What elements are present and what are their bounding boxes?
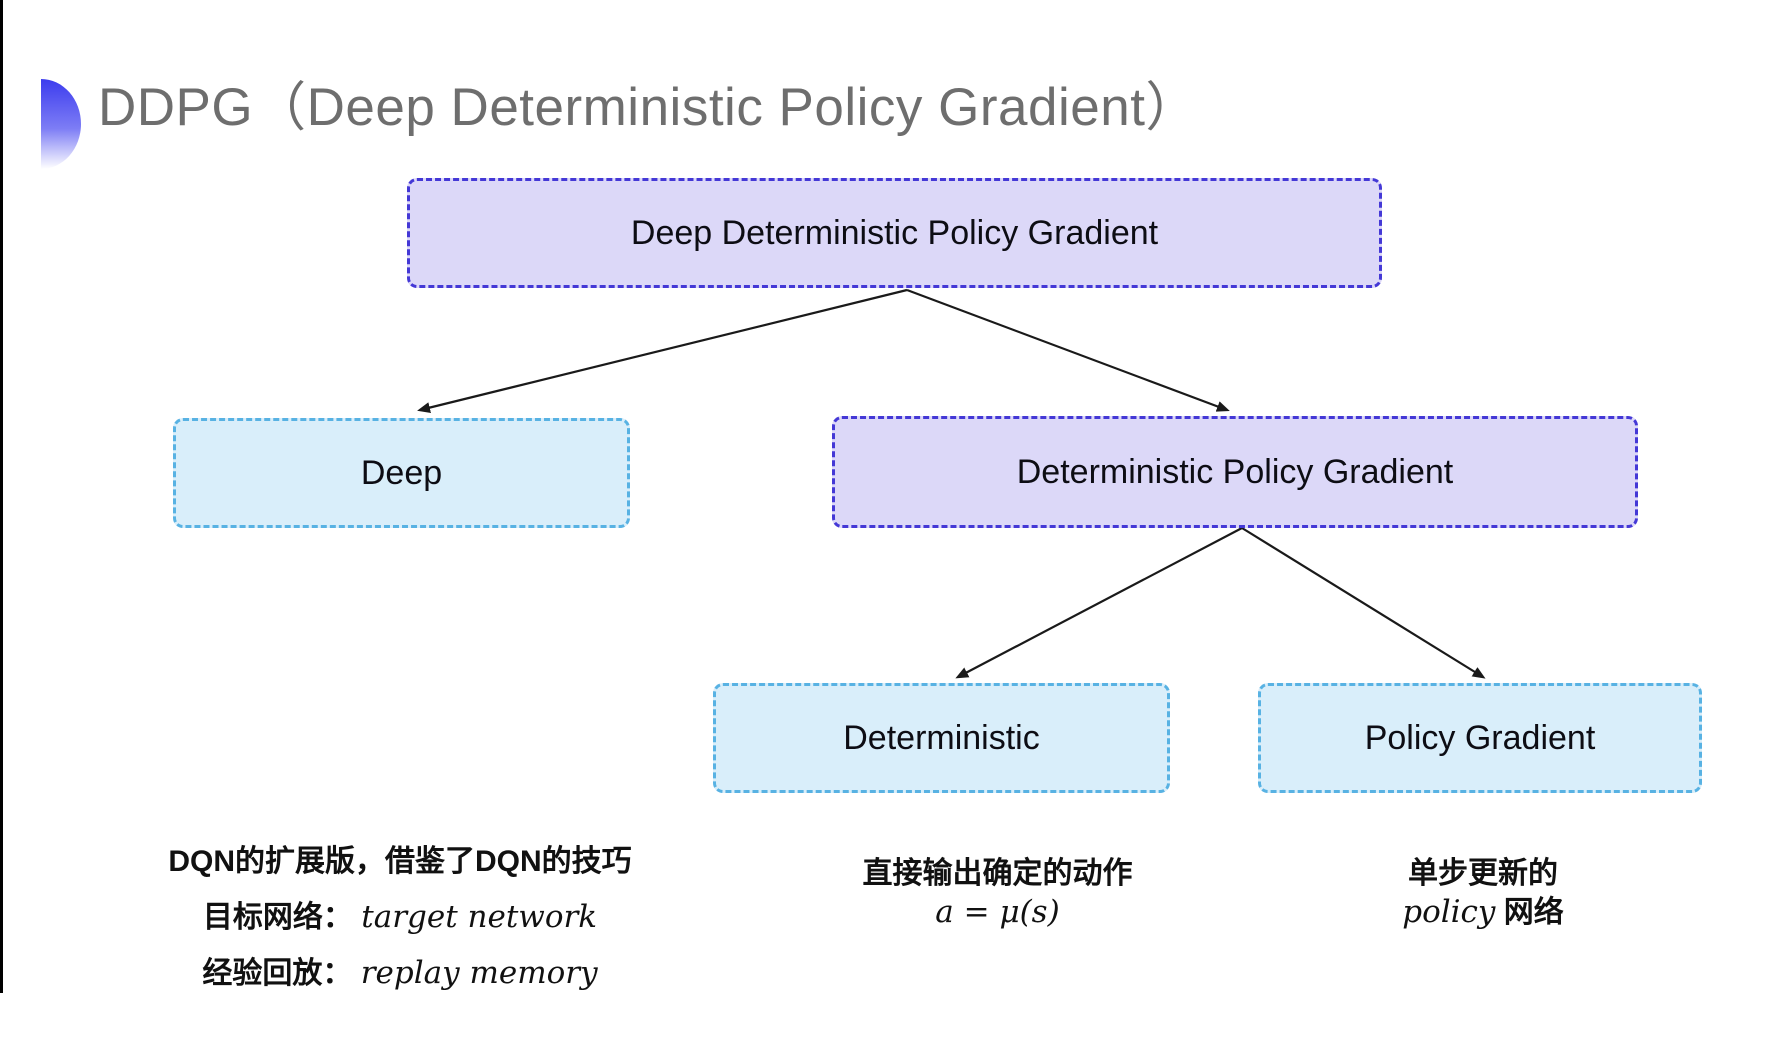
formula-a-equals-mu-s: a = μ(s) (935, 894, 1060, 930)
annotation-deterministic-notes: 直接输出确定的动作 a = μ(s) (790, 855, 1205, 931)
node-policy-gradient: Policy Gradient (1258, 683, 1702, 793)
node-label: Deep Deterministic Policy Gradient (630, 213, 1159, 252)
annotation-line: 直接输出确定的动作 (862, 857, 1133, 890)
node-label: Deterministic Policy Gradient (1016, 452, 1454, 491)
target-network-label: 目标网络： (202, 901, 353, 934)
annotation-line: 目标网络： target network (203, 898, 597, 937)
node-label: Deep (360, 453, 443, 492)
arrow-root-to-dpg (906, 288, 1230, 412)
node-label: Policy Gradient (1364, 718, 1596, 757)
annotation-ddpg-notes: DQN的扩展版，借鉴了DQN的技巧 目标网络： target network 经… (120, 843, 680, 993)
node-deep: Deep (173, 418, 630, 528)
bullet-half-circle-icon (41, 79, 81, 169)
replay-memory-term: replay memory (360, 955, 598, 991)
policy-term: policy (1402, 894, 1496, 930)
arrow-root-to-deep (417, 288, 908, 413)
arrow-dpg-to-policy-gradient (1241, 527, 1486, 679)
target-network-term: target network (361, 899, 598, 935)
node-deterministic: Deterministic (713, 683, 1170, 793)
annotation-line: 经验回放： replay memory (202, 954, 597, 993)
network-label: 网络 (1503, 896, 1564, 929)
node-deterministic-policy-gradient: Deterministic Policy Gradient (832, 416, 1638, 528)
page-title: DDPG（Deep Deterministic Policy Gradient） (98, 78, 1199, 137)
node-deep-deterministic-policy-gradient: Deep Deterministic Policy Gradient (407, 178, 1382, 288)
arrow-dpg-to-deterministic (955, 527, 1243, 679)
annotation-line: DQN的扩展版，借鉴了DQN的技巧 (168, 845, 632, 878)
left-edge-line (0, 0, 3, 993)
annotation-line: 单步更新的 (1408, 857, 1558, 890)
replay-memory-label: 经验回放： (202, 957, 353, 990)
node-label: Deterministic (843, 718, 1040, 757)
annotation-line: policy 网络 (1402, 893, 1564, 932)
annotation-policy-gradient-notes: 单步更新的 policy 网络 (1280, 855, 1686, 932)
